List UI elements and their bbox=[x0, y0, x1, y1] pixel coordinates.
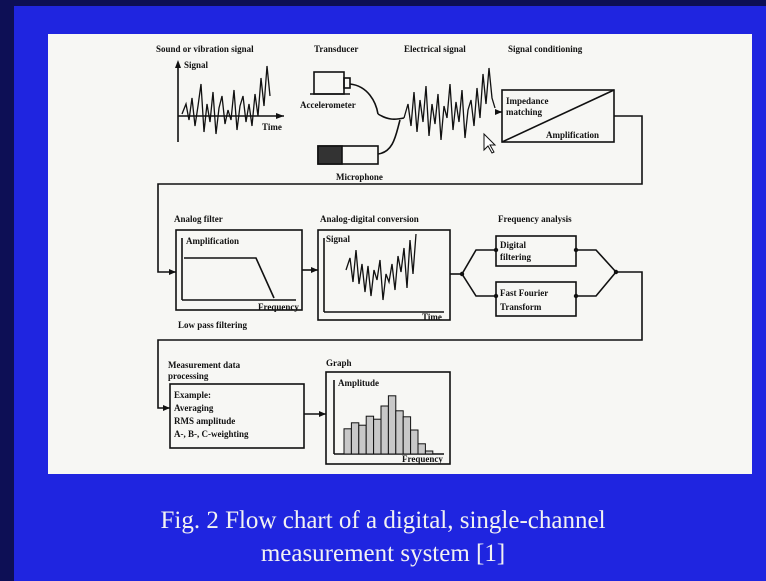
merge-lower bbox=[576, 271, 617, 297]
microphone-label: Microphone bbox=[336, 172, 383, 182]
example-line-4: A-, B-, C-weighting bbox=[174, 429, 249, 439]
slide-border-left bbox=[0, 0, 14, 581]
graph-bar bbox=[395, 410, 404, 455]
example-line-2: Averaging bbox=[174, 403, 214, 413]
figure-caption: Fig. 2 Flow chart of a digital, single-c… bbox=[0, 504, 766, 570]
merge-upper bbox=[576, 249, 617, 273]
fft-label-2: Transform bbox=[500, 302, 542, 312]
transducer-label: Transducer bbox=[314, 44, 358, 54]
connector-row1-row2 bbox=[157, 115, 643, 273]
fork-lower bbox=[461, 273, 496, 297]
filter-response-curve bbox=[184, 257, 275, 299]
digital-filtering-label-2: filtering bbox=[500, 252, 531, 262]
flow-chart-diagram: Sound or vibration signal Signal Time Tr… bbox=[156, 44, 643, 465]
accelerometer-device bbox=[313, 71, 345, 95]
example-line-1: Example: bbox=[174, 390, 211, 400]
impedance-label-1: Impedance bbox=[506, 96, 549, 106]
graph-bar bbox=[424, 450, 434, 455]
adc-waveform bbox=[345, 233, 417, 301]
processing-label-1: Measurement data bbox=[168, 360, 241, 370]
graph-frequency-label: Frequency bbox=[402, 454, 443, 464]
adc-box bbox=[317, 229, 451, 321]
graph-bar bbox=[410, 429, 419, 455]
digital-filtering-label-1: Digital bbox=[500, 240, 526, 250]
time-axis-label: Time bbox=[262, 122, 282, 132]
fft-label-1: Fast Fourier bbox=[500, 288, 548, 298]
signal-conditioning-label: Signal conditioning bbox=[508, 44, 583, 54]
processing-box bbox=[169, 383, 305, 449]
caption-line-2: measurement system [1] bbox=[260, 540, 506, 567]
adc-signal-label: Signal bbox=[326, 234, 351, 244]
analog-filter-label: Analog filter bbox=[174, 214, 223, 224]
example-line-3: RMS amplitude bbox=[174, 416, 235, 426]
connector-row2-row3 bbox=[157, 271, 643, 409]
electrical-waveform bbox=[403, 67, 496, 141]
accelerometer-cable bbox=[349, 83, 379, 115]
slide-border-top bbox=[0, 0, 766, 6]
filter-frequency-label: Frequency bbox=[258, 302, 299, 312]
graph-bar bbox=[358, 424, 367, 455]
caption-line-1: Fig. 2 Flow chart of a digital, single-c… bbox=[160, 507, 606, 534]
adc-label: Analog-digital conversion bbox=[320, 214, 419, 224]
sound-label: Sound or vibration signal bbox=[156, 44, 254, 54]
graph-bar bbox=[380, 405, 389, 455]
graph-bar bbox=[365, 415, 375, 455]
filter-amplification-label: Amplification bbox=[186, 236, 239, 246]
fork-upper bbox=[461, 249, 496, 275]
graph-label: Graph bbox=[326, 358, 352, 368]
graph-bars bbox=[343, 395, 434, 455]
processing-label-2: processing bbox=[168, 371, 209, 381]
graph-bar bbox=[373, 418, 382, 455]
frequency-analysis-label: Frequency analysis bbox=[498, 214, 572, 224]
graph-bar bbox=[417, 443, 426, 455]
microphone-cable bbox=[377, 119, 401, 155]
graph-amplitude-label: Amplitude bbox=[338, 378, 379, 388]
graph-box bbox=[325, 371, 451, 465]
graph-bar bbox=[343, 428, 352, 455]
fft-box bbox=[495, 281, 577, 317]
low-pass-label: Low pass filtering bbox=[178, 320, 248, 330]
graph-bar bbox=[350, 422, 360, 455]
accelerometer-label: Accelerometer bbox=[300, 100, 356, 110]
sound-waveform bbox=[181, 65, 271, 135]
electrical-signal-label: Electrical signal bbox=[404, 44, 466, 54]
graph-bar bbox=[387, 395, 397, 455]
mouse-cursor-icon bbox=[483, 132, 497, 154]
adc-time-label: Time bbox=[422, 312, 442, 322]
graph-bar bbox=[402, 416, 412, 455]
impedance-label-2: matching bbox=[506, 107, 543, 117]
diagram-panel: Sound or vibration signal Signal Time Tr… bbox=[48, 34, 752, 474]
amplification-label: Amplification bbox=[546, 130, 599, 140]
signal-axis-label: Signal bbox=[184, 60, 209, 70]
